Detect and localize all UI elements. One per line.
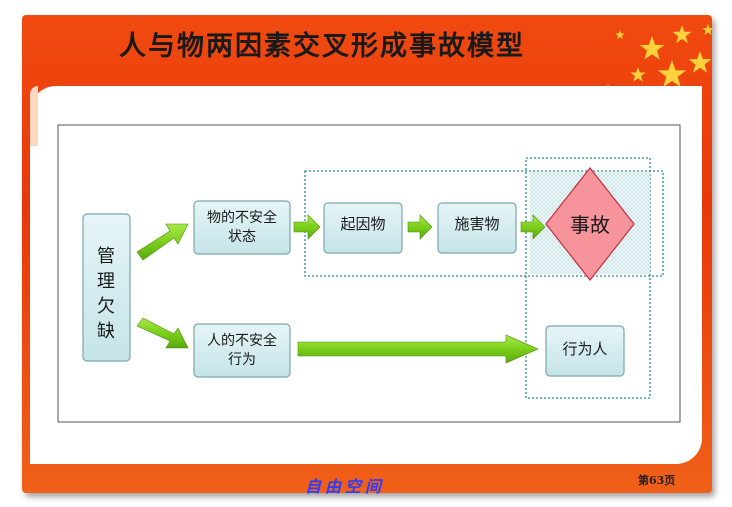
arrow-harm-to-accident: [520, 214, 546, 240]
harm-label: 施害物: [454, 215, 500, 233]
unsafe-human-label: 人的不安全行为: [207, 333, 277, 368]
unsafe-object-box: [193, 200, 291, 255]
actor-label: 行为人: [562, 340, 608, 358]
footer-logo: 自由空间: [305, 477, 386, 496]
arrow-mgmt-to-object: [136, 223, 189, 261]
unsafe-object-label: 物的不安全状态: [207, 210, 277, 245]
arrow-mgmt-to-human: [136, 317, 189, 349]
unsafe-human-box: [193, 323, 291, 378]
accident-diamond: [545, 167, 635, 281]
arrow-object-to-cause: [293, 214, 321, 240]
accident-region: [525, 157, 651, 399]
harm-box: [437, 202, 517, 254]
mgmt-box: [82, 213, 131, 362]
page-number: 第63页: [638, 474, 676, 487]
arrow-cause-to-harm: [407, 214, 433, 240]
actor-box: [545, 325, 625, 377]
cause-label: 起因物: [340, 215, 386, 233]
arrow-human-to-actor: [297, 334, 539, 364]
mgmt-label: 管理欠缺: [97, 246, 115, 342]
accident-label: 事故: [570, 213, 610, 237]
page-title: 人与物两因素交叉形成事故模型: [119, 31, 525, 62]
cause-box: [323, 202, 403, 254]
